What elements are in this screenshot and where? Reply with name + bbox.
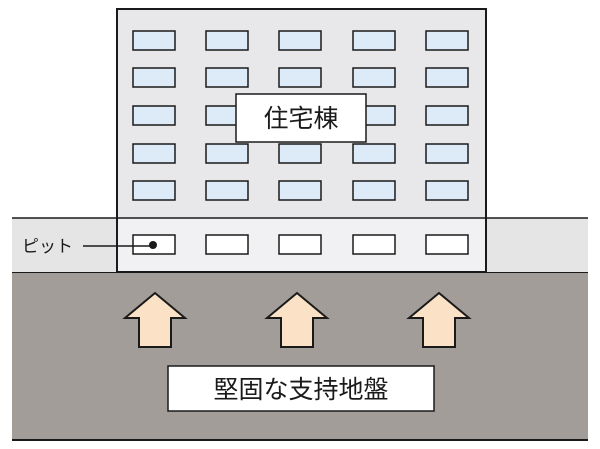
pit-window — [425, 234, 469, 255]
up-arrow — [264, 291, 330, 348]
window — [278, 30, 322, 51]
window — [132, 30, 176, 51]
pit-leader-dot — [149, 241, 157, 249]
ground-label: 堅固な支持地盤 — [213, 375, 388, 404]
window — [425, 105, 469, 126]
window — [205, 30, 249, 51]
window — [352, 180, 396, 201]
window — [205, 180, 249, 201]
pit-window — [352, 234, 396, 255]
pit-windows — [132, 234, 469, 255]
window — [425, 180, 469, 201]
window — [132, 67, 176, 88]
window — [132, 105, 176, 126]
window — [205, 67, 249, 88]
building-windows — [132, 30, 469, 201]
window — [278, 67, 322, 88]
window — [278, 180, 322, 201]
ground-label-box — [167, 365, 435, 412]
building-label: 住宅棟 — [263, 104, 338, 133]
window — [352, 67, 396, 88]
up-arrow — [122, 291, 188, 348]
window — [352, 30, 396, 51]
window — [132, 180, 176, 201]
up-arrow — [406, 291, 472, 348]
pit-window — [205, 234, 249, 255]
window — [425, 30, 469, 51]
window — [278, 143, 322, 164]
pit-window — [278, 234, 322, 255]
building-label-box — [235, 93, 367, 143]
support-arrows — [122, 291, 472, 348]
window — [205, 143, 249, 164]
window — [132, 143, 176, 164]
window — [425, 143, 469, 164]
window — [352, 143, 396, 164]
window — [425, 67, 469, 88]
pit-label: ピット — [22, 237, 73, 257]
